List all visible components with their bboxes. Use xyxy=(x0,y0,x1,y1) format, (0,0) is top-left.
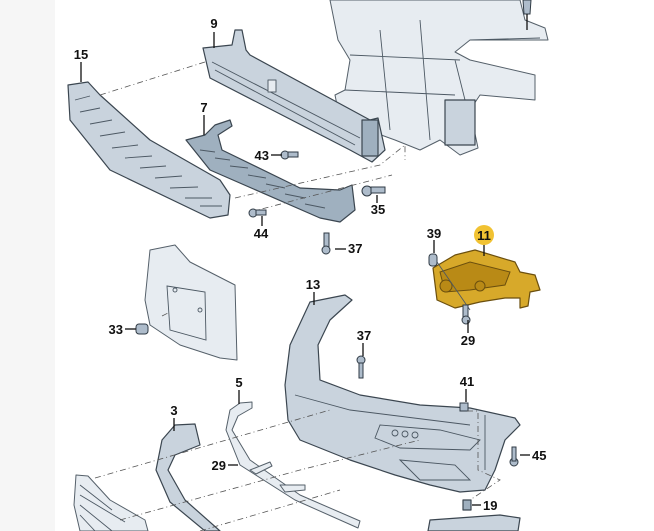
callout-3[interactable]: 3 xyxy=(170,403,177,418)
callout-29-bracket[interactable]: 29 xyxy=(461,333,475,348)
callout-7[interactable]: 7 xyxy=(200,100,207,115)
alignment-line xyxy=(119,439,421,521)
callout-45[interactable]: 45 xyxy=(532,448,546,463)
callout-15[interactable]: 15 xyxy=(74,47,88,62)
callout-13[interactable]: 13 xyxy=(306,277,320,292)
clip-41 xyxy=(459,402,469,412)
callout-29-trim[interactable]: 29 xyxy=(212,458,226,473)
energy-absorber-part-15 xyxy=(67,81,231,219)
callout-39[interactable]: 39 xyxy=(427,226,441,241)
alignment-line xyxy=(161,311,171,317)
callout-35[interactable]: 35 xyxy=(371,202,385,217)
callout-5[interactable]: 5 xyxy=(235,375,242,390)
alignment-line xyxy=(467,410,501,501)
callout-37-top[interactable]: 37 xyxy=(348,241,362,256)
callout-41[interactable]: 41 xyxy=(460,374,474,389)
leader-lines xyxy=(80,32,530,506)
trim-strip-part-5 xyxy=(225,401,361,529)
callout-9[interactable]: 9 xyxy=(210,16,217,31)
lower-trim-part xyxy=(427,514,521,531)
bracket-part-11 xyxy=(432,249,541,311)
callout-33[interactable]: 33 xyxy=(109,322,123,337)
callout-11[interactable]: 11 xyxy=(477,228,491,243)
screw-44 xyxy=(248,208,267,218)
alignment-line xyxy=(249,174,393,213)
clip-19 xyxy=(462,499,472,511)
highlight-badge xyxy=(474,225,494,245)
bumper-cover-part-13 xyxy=(284,294,521,493)
callout-43[interactable]: 43 xyxy=(255,148,269,163)
alignment-line xyxy=(99,61,206,96)
alignment-line xyxy=(199,489,341,531)
screw-37-top xyxy=(321,232,331,255)
callout-44[interactable]: 44 xyxy=(254,226,269,241)
lower-grille-part xyxy=(73,474,149,531)
front-carrier-part xyxy=(329,0,549,156)
bumper-carrier-beam-part-9 xyxy=(202,29,386,163)
license-plate-bumper-outline xyxy=(144,244,238,361)
left-margin-band xyxy=(0,0,55,531)
callout-37-bumper[interactable]: 37 xyxy=(357,328,371,343)
callout-19[interactable]: 19 xyxy=(483,498,497,513)
plug-33 xyxy=(135,323,149,335)
screw-37-bumper xyxy=(356,355,366,379)
screw-35 xyxy=(361,185,386,197)
screw-45 xyxy=(509,446,519,467)
guide-bracket-part-7 xyxy=(185,119,356,223)
alignment-line xyxy=(94,409,331,479)
screw-43 xyxy=(280,150,299,160)
trim-strip-part-3 xyxy=(155,423,221,531)
alignment-line xyxy=(234,144,406,199)
clip-39 xyxy=(428,253,438,267)
